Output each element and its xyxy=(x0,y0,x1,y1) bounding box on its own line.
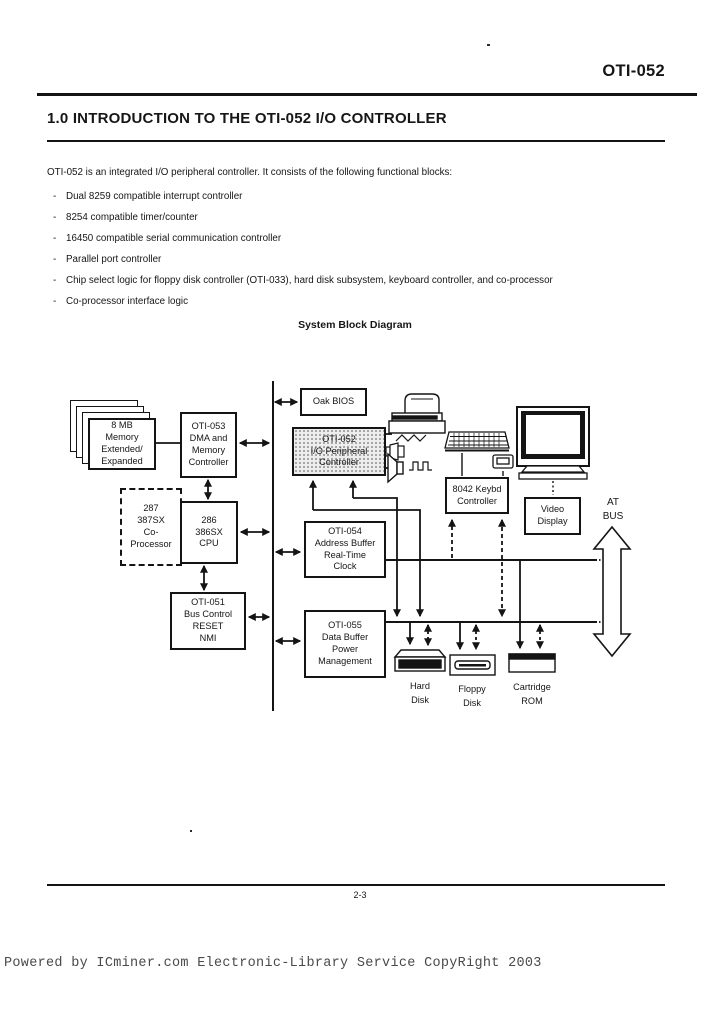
block-oti052-label: OTI-052 I/O Peripheral Controller xyxy=(310,433,368,468)
at-bus-label: AT BUS xyxy=(602,497,624,522)
block-cpu: 286 386SX CPU xyxy=(180,501,238,564)
bullet-text: Dual 8259 compatible interrupt controlle… xyxy=(66,191,243,202)
hard-disk-icon xyxy=(393,649,447,672)
bullet-text: Chip select logic for floppy disk contro… xyxy=(66,275,553,286)
scan-speck xyxy=(487,44,490,46)
page-number: 2-3 xyxy=(353,890,367,900)
block-coprocessor: 287 387SX Co- Processor xyxy=(120,488,182,566)
bullet-marker: - xyxy=(53,296,57,307)
section-title: 1.0 INTRODUCTION TO THE OTI-052 I/O CONT… xyxy=(47,110,447,127)
list-item: -Parallel port controller xyxy=(53,254,683,266)
intro-lead: OTI-052 is an integrated I/O peripheral … xyxy=(47,167,453,178)
scan-speck xyxy=(190,830,192,832)
printer-icon xyxy=(388,393,446,434)
watermark-text: Powered by ICminer.com Electronic-Librar… xyxy=(4,956,542,971)
block-coprocessor-label: 287 387SX Co- Processor xyxy=(130,503,172,549)
title-underline-rule xyxy=(47,140,665,142)
block-oti054-label: OTI-054 Address Buffer Real-Time Clock xyxy=(314,525,376,572)
list-item: -16450 compatible serial communication c… xyxy=(53,233,683,245)
bullet-text: 16450 compatible serial communication co… xyxy=(66,233,282,244)
block-oti052: OTI-052 I/O Peripheral Controller xyxy=(292,427,386,476)
block-oti054: OTI-054 Address Buffer Real-Time Clock xyxy=(304,521,386,578)
block-oti053: OTI-053 DMA and Memory Controller xyxy=(180,412,237,478)
bullet-text: Co-processor interface logic xyxy=(66,296,188,307)
keyboard-icon xyxy=(444,431,510,452)
top-rule xyxy=(37,93,697,96)
floppy-disk-icon xyxy=(449,654,496,676)
block-oti051-label: OTI-051 Bus Control RESET NMI xyxy=(183,597,232,643)
footer-rule xyxy=(47,884,665,886)
bullet-text: Parallel port controller xyxy=(66,254,162,265)
list-item: -Chip select logic for floppy disk contr… xyxy=(53,275,683,287)
block-oti055-label: OTI-055 Data Buffer Power Management xyxy=(318,620,372,666)
cartridge-rom-label: Cartridge ROM xyxy=(513,682,551,707)
bullet-marker: - xyxy=(53,191,57,202)
bullet-marker: - xyxy=(53,233,57,244)
block-oti053-label: OTI-053 DMA and Memory Controller xyxy=(188,421,229,467)
bullet-text: 8254 compatible timer/counter xyxy=(66,212,198,223)
block-oti055: OTI-055 Data Buffer Power Management xyxy=(304,610,386,678)
block-kbd-controller-label: 8042 Keybd Controller xyxy=(452,483,502,506)
block-video-display: Video Display xyxy=(524,497,581,535)
cartridge-rom-icon xyxy=(508,653,556,673)
block-kbd-controller: 8042 Keybd Controller xyxy=(445,477,509,514)
mouse-icon xyxy=(492,454,514,469)
bullet-marker: - xyxy=(53,275,57,286)
feature-bullet-list: -Dual 8259 compatible interrupt controll… xyxy=(53,191,683,317)
block-oak-bios: Oak BIOS xyxy=(300,388,367,416)
monitor-icon xyxy=(516,406,590,480)
block-memory-label: 8 MB Memory Extended/ Expanded xyxy=(101,420,143,466)
at-bus-arrow-icon xyxy=(592,525,632,658)
block-video-display-label: Video Display xyxy=(537,504,568,526)
speaker-icon xyxy=(387,452,432,484)
diagram-title: System Block Diagram xyxy=(298,319,412,331)
list-item: -Co-processor interface logic xyxy=(53,296,683,308)
list-item: -8254 compatible timer/counter xyxy=(53,212,683,224)
doc-part-number: OTI-052 xyxy=(602,62,665,80)
floppy-disk-label: Floppy Disk xyxy=(458,684,486,709)
square-wave-icon xyxy=(409,461,432,471)
serial-connector-icon xyxy=(385,442,405,461)
bullet-marker: - xyxy=(53,254,57,265)
cable-zigzag xyxy=(395,434,427,442)
hard-disk-label: Hard Disk xyxy=(410,681,430,706)
block-oak-bios-label: Oak BIOS xyxy=(312,396,355,407)
block-memory: 8 MB Memory Extended/ Expanded xyxy=(88,418,156,470)
bullet-marker: - xyxy=(53,212,57,223)
list-item: -Dual 8259 compatible interrupt controll… xyxy=(53,191,683,203)
block-oti051: OTI-051 Bus Control RESET NMI xyxy=(170,592,246,650)
block-cpu-label: 286 386SX CPU xyxy=(195,514,223,549)
